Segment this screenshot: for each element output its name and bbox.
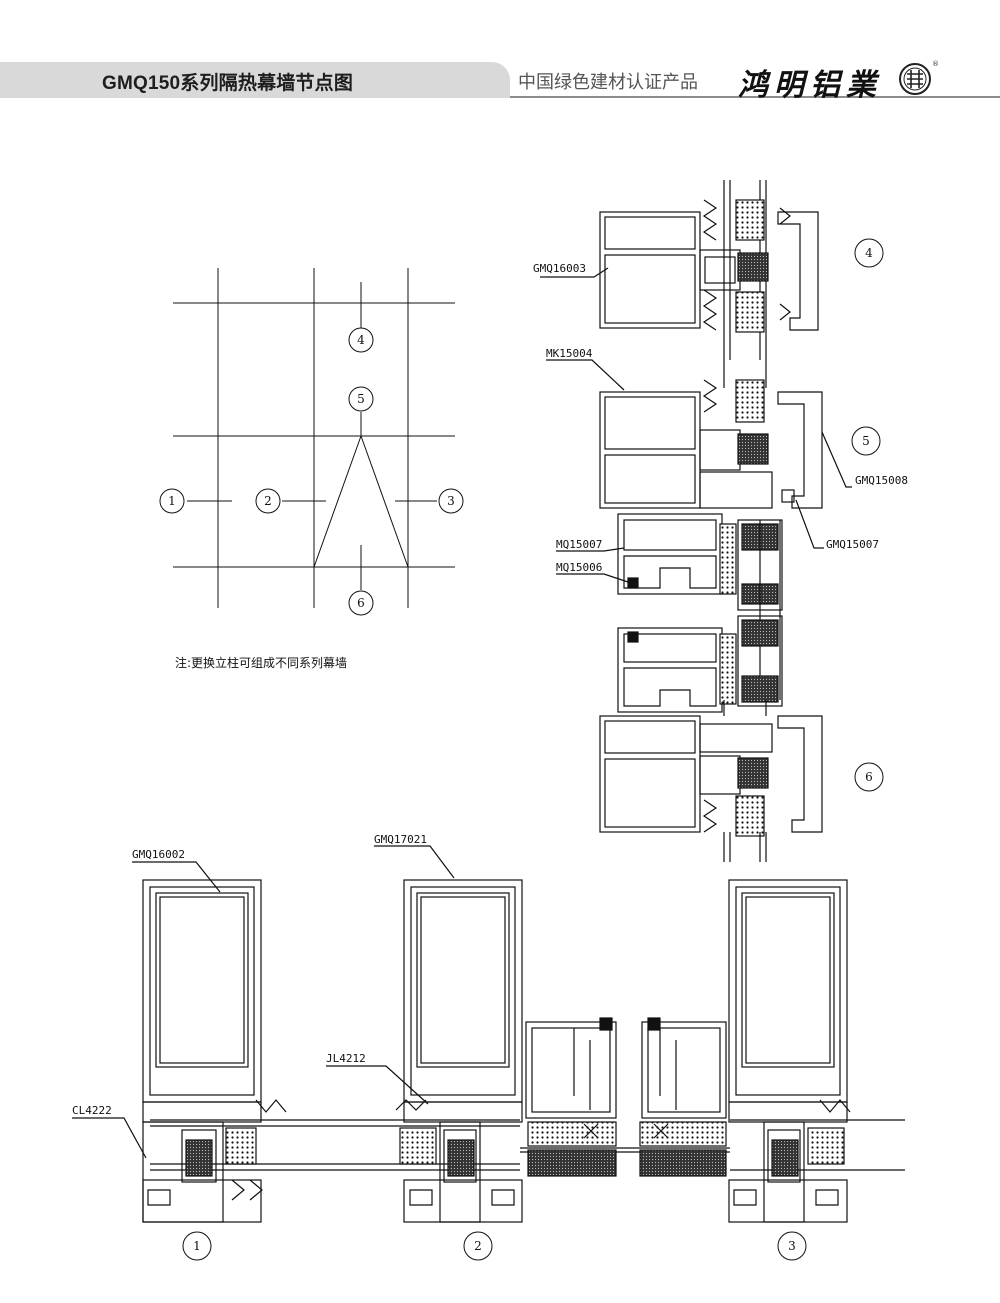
drawing-note: 注:更换立柱可组成不同系列幕墙 xyxy=(175,656,348,670)
header-slogan: 中国绿色建材认证产品 xyxy=(518,72,698,92)
label-gmq15008: GMQ15008 xyxy=(855,474,908,487)
grid-marker-3: 3 xyxy=(447,494,455,508)
label-gmq17021: GMQ17021 xyxy=(374,833,427,846)
grid-marker-4: 4 xyxy=(357,333,365,347)
label-gmq15007-right: GMQ15007 xyxy=(826,538,879,551)
elevation-grid xyxy=(173,268,455,608)
page-title: GMQ150系列隔热幕墙节点图 xyxy=(102,73,354,94)
section-marker-2: 2 xyxy=(474,1239,482,1253)
label-gmq16002: GMQ16002 xyxy=(132,848,185,861)
vertical-section-markers xyxy=(851,238,884,792)
grid-marker-2: 2 xyxy=(264,494,272,508)
label-mq15006: MQ15006 xyxy=(556,561,602,574)
vertical-section xyxy=(540,180,852,862)
brand-logo-icon xyxy=(899,63,931,95)
label-jl4212: JL4212 xyxy=(326,1052,366,1065)
label-gmq16003: GMQ16003 xyxy=(533,262,586,275)
section-marker-1: 1 xyxy=(193,1239,201,1253)
section-marker-4: 4 xyxy=(865,246,873,260)
label-cl4222: CL4222 xyxy=(72,1104,112,1117)
label-mq15007: MQ15007 xyxy=(556,538,602,551)
header-band xyxy=(0,62,510,98)
section-marker-6: 6 xyxy=(865,770,873,784)
section-marker-3: 3 xyxy=(788,1239,796,1253)
horizontal-sections xyxy=(72,845,905,1223)
grid-marker-1: 1 xyxy=(168,494,176,508)
grid-marker-5: 5 xyxy=(357,392,365,406)
grid-markers xyxy=(159,327,464,616)
label-mk15004: MK15004 xyxy=(546,347,593,360)
horizontal-section-markers xyxy=(182,1231,807,1261)
grid-marker-6: 6 xyxy=(357,596,365,610)
section-marker-5: 5 xyxy=(862,434,870,448)
registered-mark-icon: ® xyxy=(932,60,939,68)
header-rule xyxy=(510,96,1000,98)
brand-name: 鸿明铝業 xyxy=(738,68,882,103)
